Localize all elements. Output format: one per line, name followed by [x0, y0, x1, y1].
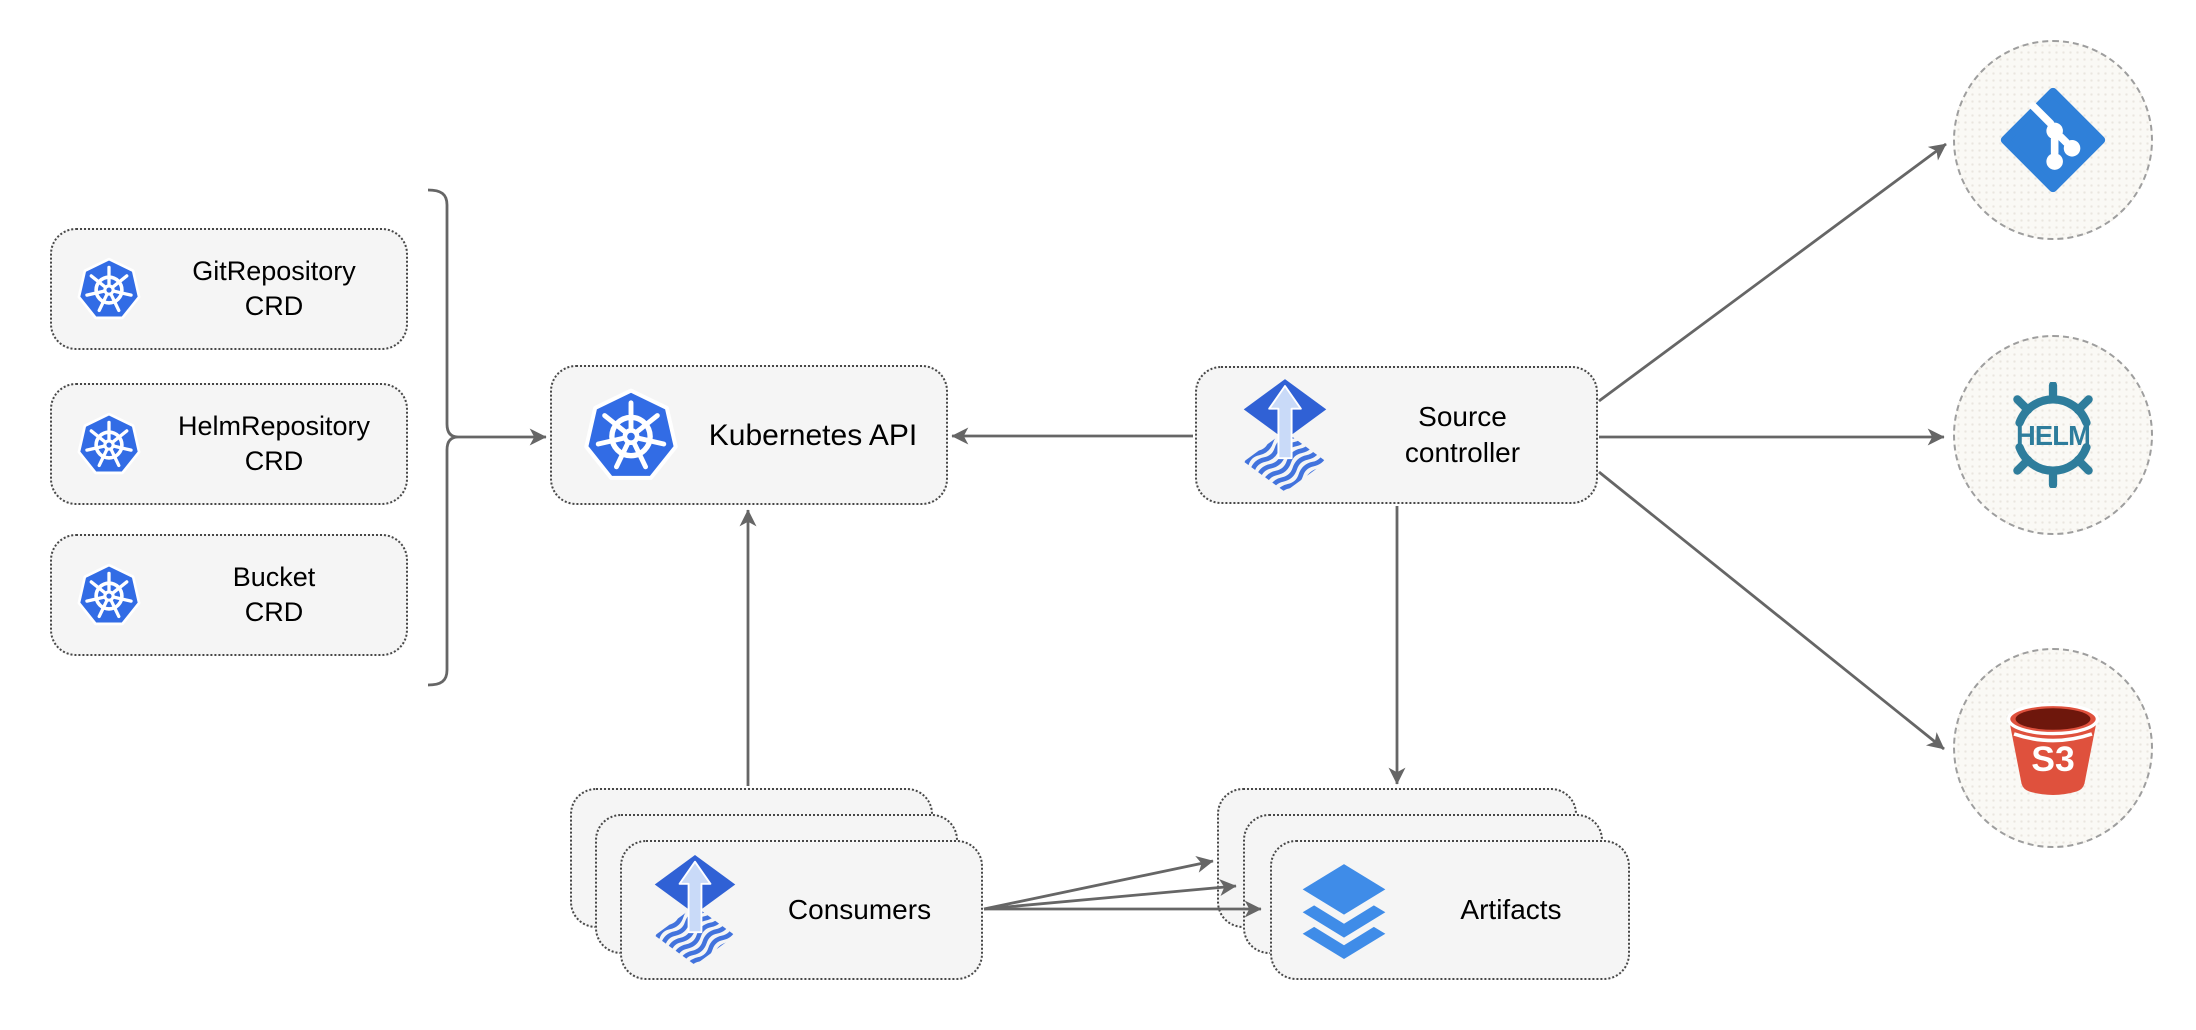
helm-endpoint-circle: HELM — [1953, 335, 2153, 535]
flux-icon — [652, 855, 738, 965]
flux-icon — [1241, 379, 1329, 492]
s3-bucket-icon: S3 — [2000, 695, 2106, 801]
artifacts-label: Artifacts — [1460, 894, 1562, 925]
label-line: Bucket — [232, 562, 316, 592]
kubernetes-icon — [76, 562, 142, 628]
helmrepository-crd-label: HelmRepository CRD — [142, 409, 406, 479]
helm-wordmark: HELM — [2016, 420, 2090, 451]
arrow-consumers-to-artifacts-2 — [983, 879, 1237, 911]
kubernetes-api-label: Kubernetes API — [708, 418, 918, 452]
gitrepository-crd-node: GitRepository CRD — [50, 228, 408, 350]
kubernetes-icon — [76, 411, 142, 477]
s3-endpoint-circle: S3 — [1953, 648, 2153, 848]
bucket-crd-node: Bucket CRD — [50, 534, 408, 656]
crd-grouping-bracket — [427, 188, 459, 687]
s3-wordmark: S3 — [2031, 739, 2075, 779]
label-line: controller — [1404, 437, 1521, 468]
arrow-source-controller-to-git — [1598, 142, 1947, 403]
git-endpoint-circle — [1953, 40, 2153, 240]
layers-icon — [1294, 861, 1394, 959]
bucket-crd-label: Bucket CRD — [142, 560, 406, 630]
git-icon — [2000, 87, 2106, 193]
kubernetes-icon — [582, 386, 680, 484]
helm-icon: HELM — [2000, 382, 2106, 488]
consumers-node: Consumers — [620, 840, 983, 980]
label-line: CRD — [244, 597, 304, 627]
consumers-label: Consumers — [787, 894, 932, 925]
label-line: GitRepository — [192, 256, 356, 286]
artifacts-node: Artifacts — [1270, 840, 1630, 980]
label-line: CRD — [244, 291, 304, 321]
gitrepository-crd-label: GitRepository CRD — [142, 254, 406, 324]
source-controller-label: Source controller — [1329, 399, 1596, 471]
source-controller-node: Source controller — [1195, 366, 1598, 504]
kubernetes-api-node: Kubernetes API — [550, 365, 948, 505]
kubernetes-icon — [76, 256, 142, 322]
arrow-source-controller-to-s3 — [1598, 470, 1945, 751]
label-line: Source — [1418, 401, 1507, 432]
label-line: HelmRepository — [177, 411, 371, 441]
arrow-consumers-to-artifacts-1 — [983, 856, 1214, 911]
label-line: CRD — [244, 446, 304, 476]
helmrepository-crd-node: HelmRepository CRD — [50, 383, 408, 505]
